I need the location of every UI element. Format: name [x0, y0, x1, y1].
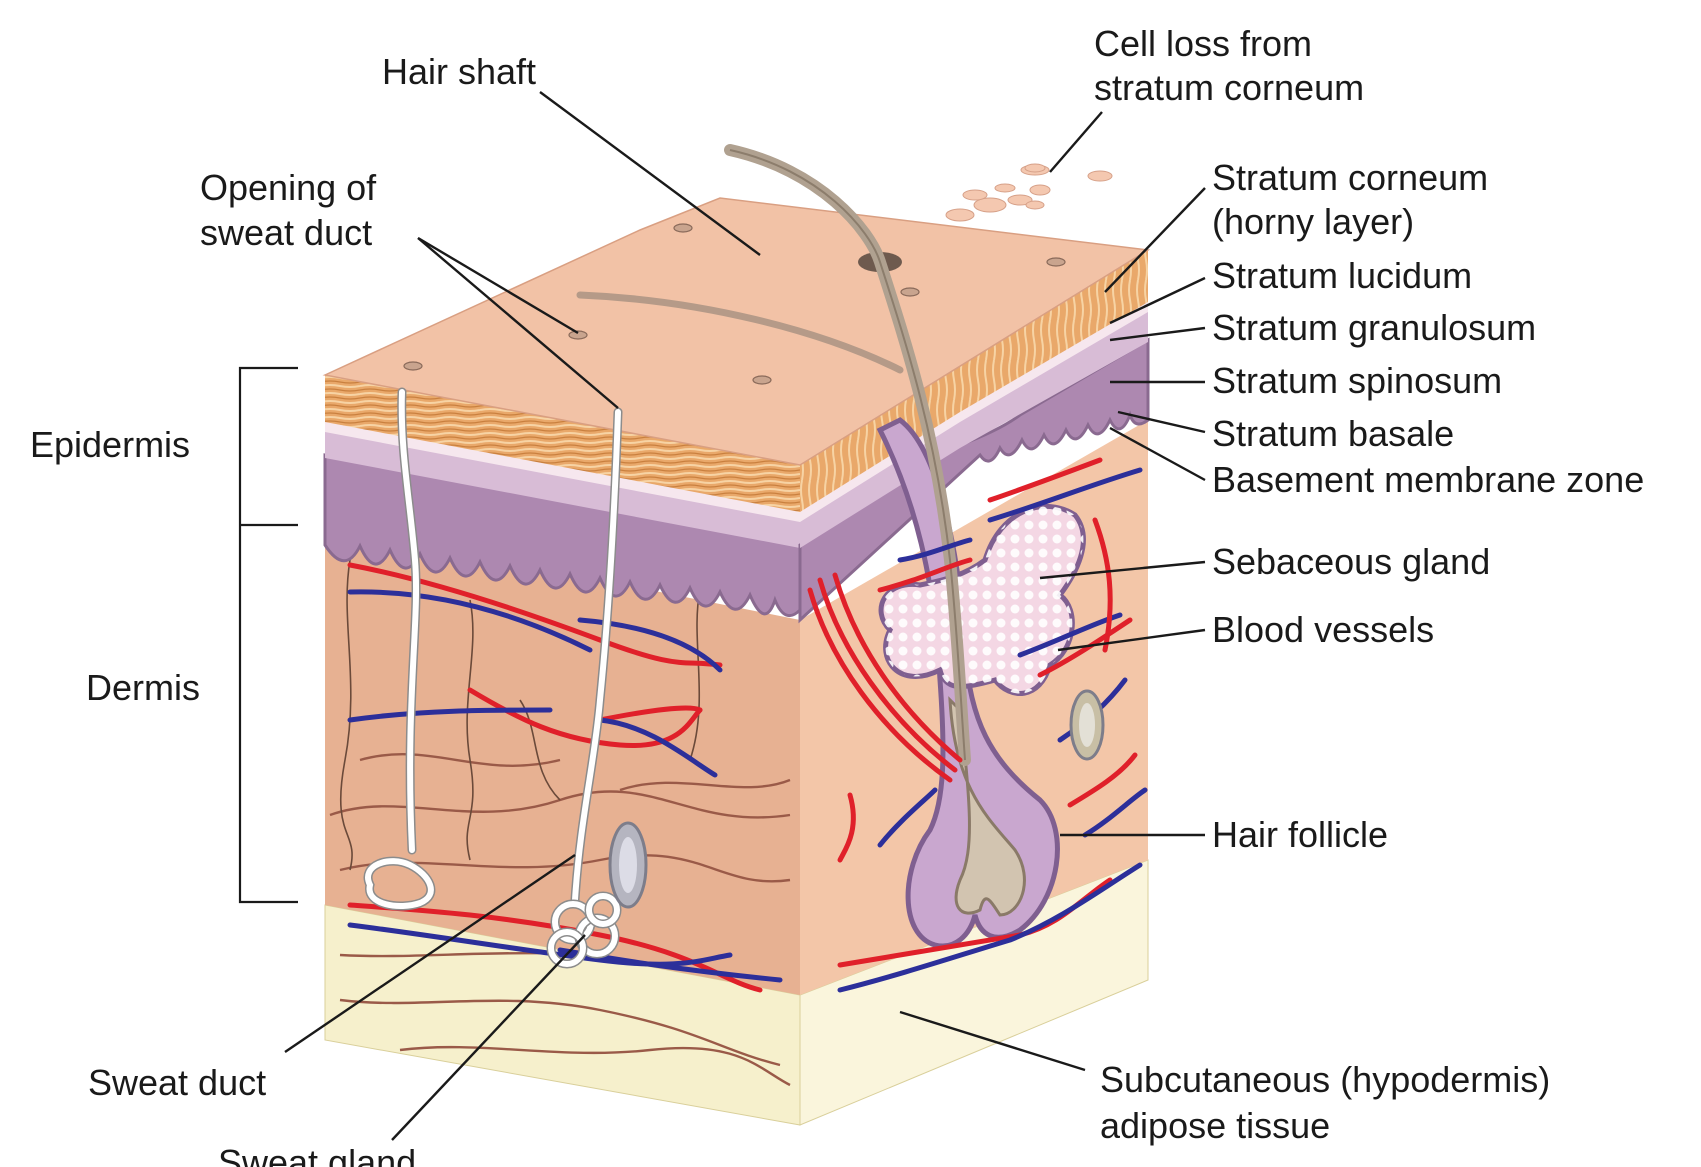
label-stratum-lucidum: Stratum lucidum [1212, 255, 1472, 296]
label-hair-shaft: Hair shaft [382, 51, 536, 92]
label-sweat-duct: Sweat duct [88, 1062, 266, 1103]
label-stratum-granulosum: Stratum granulosum [1212, 307, 1536, 348]
label-epidermis: Epidermis [30, 424, 190, 465]
label-opening-line2: sweat duct [200, 212, 372, 253]
label-cell-loss-line2: stratum corneum [1094, 67, 1364, 108]
label-sweat-gland: Sweat gland [218, 1142, 416, 1167]
label-stratum-spinosum: Stratum spinosum [1212, 360, 1502, 401]
shed-cells [946, 164, 1112, 221]
label-subcutaneous-line2: adipose tissue [1100, 1105, 1330, 1146]
label-stratum-corneum-line2: (horny layer) [1212, 201, 1414, 242]
label-hair-follicle: Hair follicle [1212, 814, 1388, 855]
label-stratum-corneum-line1: Stratum corneum [1212, 157, 1488, 198]
label-stratum-basale: Stratum basale [1212, 413, 1454, 454]
label-basement-membrane: Basement membrane zone [1212, 459, 1644, 500]
label-cell-loss-line1: Cell loss from [1094, 23, 1312, 64]
label-blood-vessels: Blood vessels [1212, 609, 1434, 650]
label-sebaceous-gland: Sebaceous gland [1212, 541, 1490, 582]
layer-brackets [240, 368, 298, 902]
label-opening-line1: Opening of [200, 167, 377, 208]
label-dermis: Dermis [86, 667, 200, 708]
label-subcutaneous-line1: Subcutaneous (hypodermis) [1100, 1059, 1550, 1100]
